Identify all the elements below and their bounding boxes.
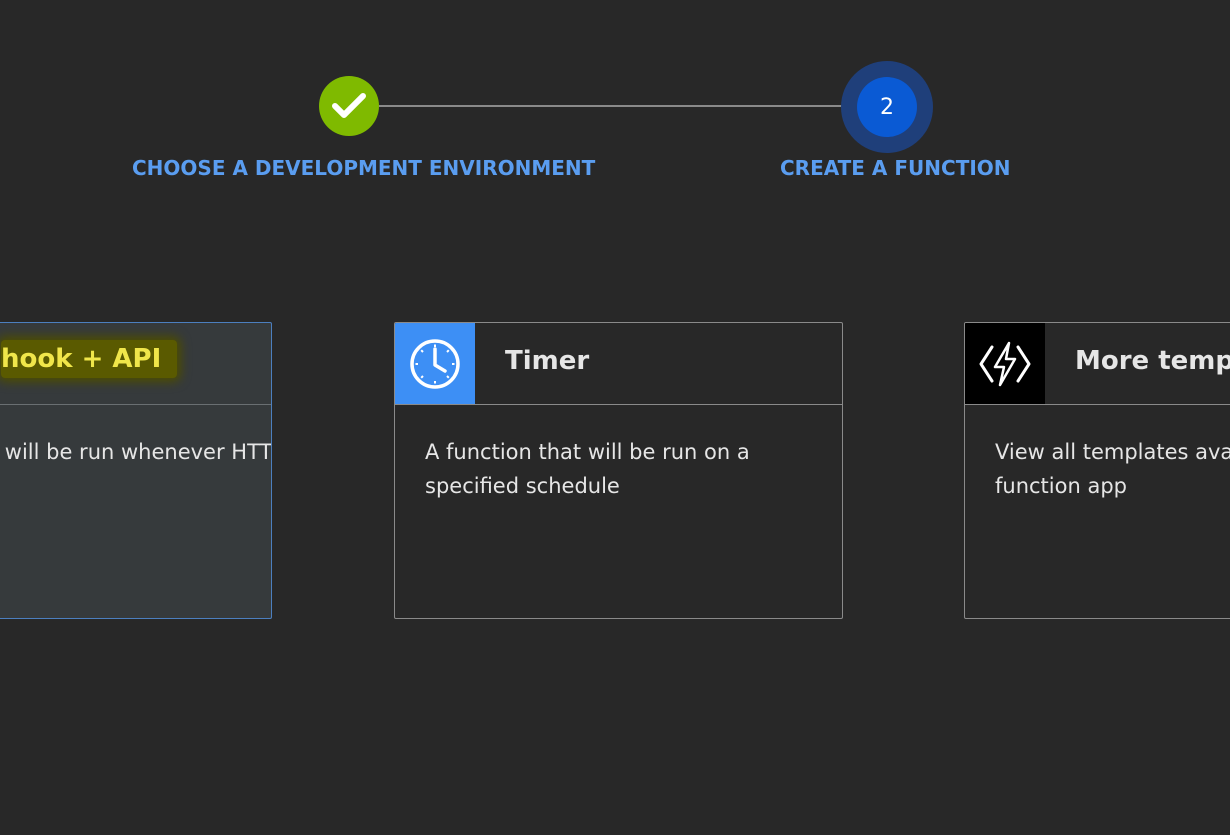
stepper-connector xyxy=(379,105,857,107)
step-1-label[interactable]: CHOOSE A DEVELOPMENT ENVIRONMENT xyxy=(132,156,596,180)
card-header: More templa xyxy=(965,323,1230,405)
step-1-complete[interactable] xyxy=(319,76,379,136)
clock-icon xyxy=(410,338,460,389)
card-title: More templa xyxy=(1075,346,1230,376)
card-icon-box xyxy=(965,323,1045,404)
card-title: Timer xyxy=(505,346,590,376)
card-title: hook + API xyxy=(1,340,178,378)
function-icon xyxy=(979,341,1031,386)
card-header: Timer xyxy=(395,323,842,405)
card-header: hook + API xyxy=(0,323,271,405)
step-2-label[interactable]: CREATE A FUNCTION xyxy=(780,156,1011,180)
card-icon-box xyxy=(395,323,475,404)
checkmark-icon xyxy=(332,93,366,118)
card-timer[interactable]: Timer A function that will be run on a s… xyxy=(394,322,843,619)
card-description: at will be run whenever HTTP request xyxy=(0,440,272,464)
card-webhook-api[interactable]: hook + API at will be run whenever HTTP … xyxy=(0,322,272,619)
step-2-active[interactable]: 2 xyxy=(857,77,917,137)
step-2-number: 2 xyxy=(880,94,894,120)
card-description: A function that will be run on a specifi… xyxy=(425,440,750,498)
card-description: View all templates ava function app xyxy=(995,440,1230,498)
card-more-templates[interactable]: More templa View all templates ava funct… xyxy=(964,322,1230,619)
